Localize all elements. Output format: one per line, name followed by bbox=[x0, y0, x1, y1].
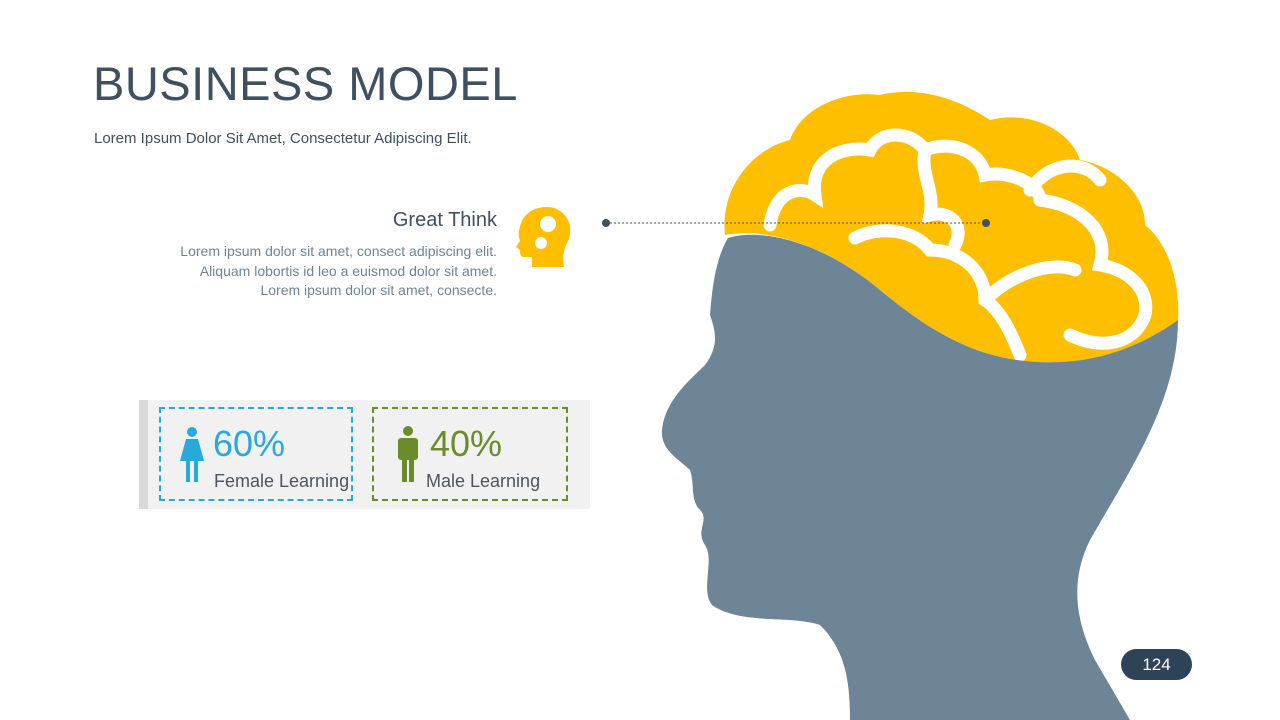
male-percent: 40% bbox=[430, 423, 503, 464]
great-think-body: Lorem ipsum dolor sit amet, consect adip… bbox=[180, 243, 497, 298]
female-icon bbox=[180, 427, 204, 482]
male-label: Male Learning bbox=[426, 471, 541, 491]
head-brain-icon bbox=[516, 207, 571, 267]
stat-male: 40% Male Learning bbox=[372, 407, 568, 501]
stats-panel: 60% Female Learning 40% Male Learning bbox=[139, 400, 590, 509]
stat-female: 60% Female Learning bbox=[159, 407, 353, 501]
male-icon bbox=[398, 426, 418, 482]
page-number: 124 bbox=[1121, 649, 1192, 680]
female-percent: 60% bbox=[213, 423, 286, 464]
head bbox=[661, 234, 1178, 720]
female-label: Female Learning bbox=[214, 471, 350, 491]
slide-subtitle: Lorem Ipsum Dolor Sit Amet, Consectetur … bbox=[94, 130, 472, 147]
slide-title: BUSINESS MODEL bbox=[93, 57, 518, 110]
great-think-title: Great Think bbox=[392, 209, 497, 231]
